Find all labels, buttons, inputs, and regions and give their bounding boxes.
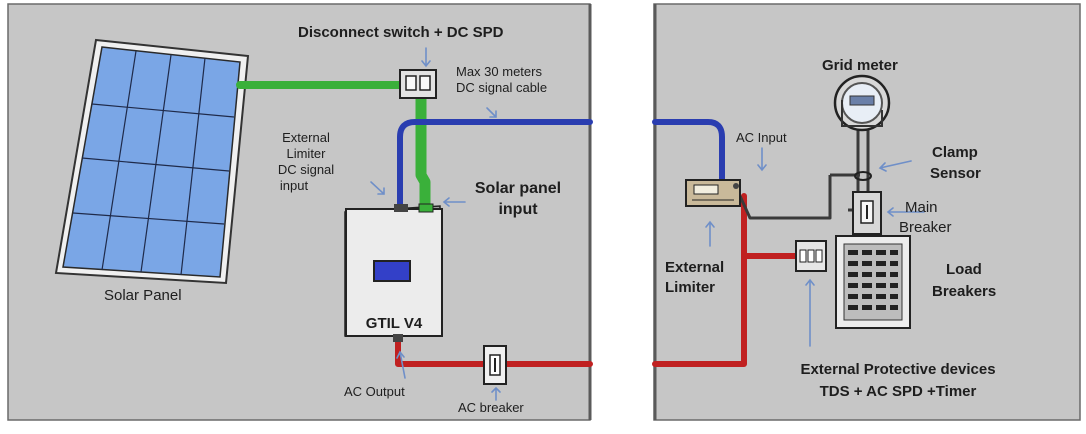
label-load-breakers: Breakers bbox=[932, 283, 997, 300]
label-ac-output: AC Output bbox=[344, 384, 405, 399]
label-disconnect-switch: Disconnect switch + DC SPD bbox=[298, 24, 504, 41]
label-protective-components: TDS + AC SPD +Timer bbox=[819, 383, 977, 400]
protective-devices-box bbox=[795, 240, 827, 272]
label-ac-breaker: AC breaker bbox=[458, 400, 524, 415]
label-ext-limiter-dc-4: input bbox=[279, 178, 309, 193]
label-inverter: GTIL V4 bbox=[365, 315, 423, 332]
label-ac-input: AC Input bbox=[736, 130, 787, 145]
external-limiter-device bbox=[685, 179, 741, 207]
label-max-cable-length: Max 30 meters bbox=[456, 64, 542, 79]
label-ext-limiter-dc-2: Limiter bbox=[286, 146, 326, 161]
disconnect-switch bbox=[399, 69, 437, 99]
label-solar-panel: Solar Panel bbox=[104, 287, 182, 304]
label-ext-limiter-dc-1: External bbox=[282, 130, 330, 145]
label-main-breaker: Breaker bbox=[899, 219, 952, 236]
signal-cable bbox=[397, 119, 725, 213]
label-clamp: Clamp bbox=[932, 144, 978, 161]
solar-panel bbox=[54, 38, 250, 285]
inverter-gtil-v4 bbox=[344, 203, 443, 342]
label-external-limiter-2: Limiter bbox=[665, 279, 716, 296]
clamp-sensor bbox=[854, 171, 872, 181]
label-signal-cable: DC signal cable bbox=[456, 80, 548, 95]
label-main: Main bbox=[905, 199, 938, 216]
label-sensor: Sensor bbox=[930, 165, 981, 182]
main-breaker bbox=[852, 191, 882, 235]
dc-cable bbox=[236, 81, 431, 216]
pointer-arrows bbox=[370, 47, 925, 401]
label-solar-panel-input-2: input bbox=[498, 201, 538, 218]
label-protective-devices: External Protective devices bbox=[800, 361, 996, 378]
label-grid-meter: Grid meter bbox=[822, 57, 898, 74]
label-ext-limiter-dc-3: DC signal bbox=[277, 162, 335, 177]
label-load: Load bbox=[946, 261, 982, 278]
load-breakers-panel bbox=[835, 235, 911, 329]
label-external-limiter-1: External bbox=[665, 259, 725, 276]
label-solar-panel-input-1: Solar panel bbox=[474, 180, 562, 197]
ac-breaker bbox=[483, 345, 507, 385]
ac-cable bbox=[395, 193, 803, 367]
grid-meter bbox=[833, 74, 891, 132]
